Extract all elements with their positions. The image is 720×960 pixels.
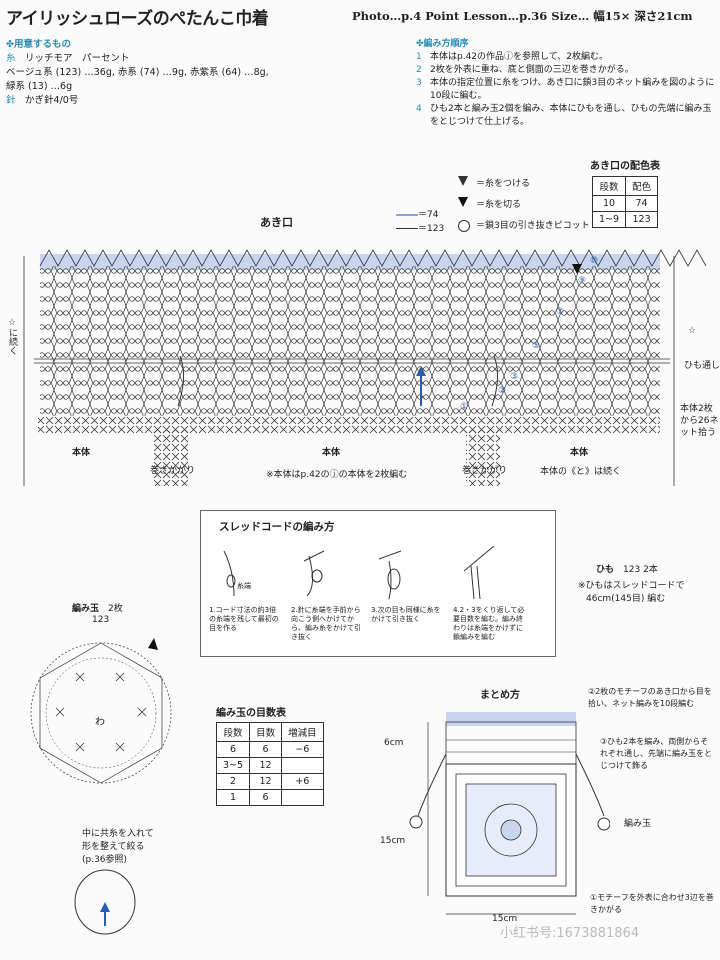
legend-line-123: ＝123 <box>396 221 444 234</box>
assembly-step3: ③ひも2本を編み、両側からそれぞれ通し、先端に編み玉をとじつけて飾る <box>600 737 712 770</box>
cut-icon <box>458 197 468 207</box>
ball-table-title: 編み玉の目数表 <box>216 708 286 719</box>
row-number: ⑨ <box>578 276 587 286</box>
line-123-icon <box>396 228 418 229</box>
row-number: ③ <box>510 372 519 382</box>
cord-note: ※ひもはスレッドコードで <box>578 581 685 591</box>
net-pickup-label: 本体2枚から26ネット拾う <box>680 404 719 438</box>
thread-cord-title: スレッドコードの編み方 <box>219 521 335 533</box>
watermark: 小红书号:1673881864 <box>500 926 640 941</box>
table-header: 配色 <box>625 176 659 196</box>
body-label: 本体 <box>322 448 341 458</box>
assembly-step2: ②2枚のモチーフのあき口から目を拾い、ネット編みを10段編む <box>588 687 712 708</box>
ball-title: 編み玉 2枚 <box>72 604 123 614</box>
continue-label: ☆に続く <box>7 318 17 355</box>
cord-position-label: ひも通し位置 <box>684 361 720 371</box>
assembly-title: まとめ方 <box>480 690 520 701</box>
cord-note: 46cm(145目) 編む <box>586 594 666 604</box>
color-table-title: あき口の配色表 <box>590 161 660 172</box>
row-number: ⑦ <box>556 307 565 317</box>
ball-note: 形を整えて絞る <box>82 842 145 852</box>
dimension-15cm-width: 15cm <box>492 914 518 924</box>
cord-title: ひも 123 2本 <box>596 565 658 575</box>
ball-shape <box>74 869 136 935</box>
star-mark: ☆ <box>688 326 697 336</box>
page-title: アイリッシュローズのぺたんこ巾着 <box>6 9 269 29</box>
thread-cord-step: 1.コード寸法の約3倍の糸端を残して最初の目を作る <box>209 606 279 632</box>
table-header: 増減目 <box>281 722 324 742</box>
legend-cut: ＝糸を切る <box>458 197 521 210</box>
thread-cord-illustrations <box>223 545 495 600</box>
ball-color: 123 <box>92 615 110 625</box>
body-note: ※本体はp.42のⓙの本体を2枚編む <box>266 470 408 480</box>
whipstitch-label: 巻きかがり <box>150 466 196 476</box>
thread-cord-box: スレッドコードの編み方 糸端 1.コード寸法の約3倍の糸端を残して最初の目を作る… <box>200 510 556 657</box>
assembly-illustration <box>409 712 610 915</box>
thread-cord-step: 4.2・3をくり返して必要目数を編む。編み終わりは糸端をかけずに鎖編みを編む <box>453 606 525 641</box>
materials-line: ベージュ系 (123) …36g, 赤系 (74) …9g, 赤紫系 (64) … <box>6 67 269 78</box>
steps-heading: ✤編み方順序 <box>416 39 469 49</box>
ball-note: 中に共糸を入れて <box>82 829 154 839</box>
attach-icon <box>458 176 468 186</box>
materials-line: 糸 リッチモア パーセント <box>6 53 130 64</box>
table-header: 段数 <box>591 176 627 196</box>
picot-row <box>39 249 707 267</box>
page-subtitle: Photo…p.4 Point Lesson…p.36 Size… 幅15× 深… <box>352 9 693 23</box>
body-label: 本体 <box>72 448 91 458</box>
line-74-icon <box>396 213 418 216</box>
dimension-6cm: 6cm <box>384 738 404 748</box>
opening-label: あき口 <box>260 216 293 229</box>
row-number: ② <box>498 386 507 396</box>
yarn-end-label: 糸端 <box>237 582 251 590</box>
ball-note: (p.36参照) <box>82 855 128 865</box>
assembly-step1: ①モチーフを外表に合わせ3辺を巻きかがる <box>590 893 714 914</box>
table-header: 段数 <box>215 722 251 742</box>
materials-line: 緑系 (13) …6g <box>6 81 73 92</box>
body-continue-note: 本体の《と》は続く <box>540 467 622 477</box>
legend-picot: ＝鎖3目の引き抜きピコット <box>458 218 590 232</box>
net-chart <box>23 249 707 486</box>
whipstitch-label: 巻きかがり <box>462 466 508 476</box>
body-label: 本体 <box>570 448 589 458</box>
dimension-15cm-height: 15cm <box>380 836 406 846</box>
picot-icon <box>458 219 470 232</box>
assembly-ball-label: 編み玉 <box>624 819 652 829</box>
materials-line: 針 かぎ針4/0号 <box>6 95 79 106</box>
thread-cord-step: 3.次の目も同様に糸をかけて引き抜く <box>371 606 441 623</box>
ball-chart <box>30 638 172 784</box>
table-header: 目数 <box>249 722 283 742</box>
legend-line-74: ＝74 <box>396 207 438 220</box>
ball-center-ring: わ <box>95 717 105 728</box>
legend-attach: ＝糸をつける <box>458 176 530 189</box>
materials-heading: ✤用意するもの <box>6 39 71 50</box>
row-number: ⑤ <box>532 341 541 351</box>
materials-block: ✤用意するもの 糸 リッチモア パーセント ベージュ系 (123) …36g, … <box>6 38 269 108</box>
row-number: ⑩ <box>590 256 599 266</box>
thread-cord-step: 2.針に糸端を手前から向こう側へかけてから、編み糸をかけて引き抜く <box>291 606 361 641</box>
row-number: ① <box>460 402 469 412</box>
